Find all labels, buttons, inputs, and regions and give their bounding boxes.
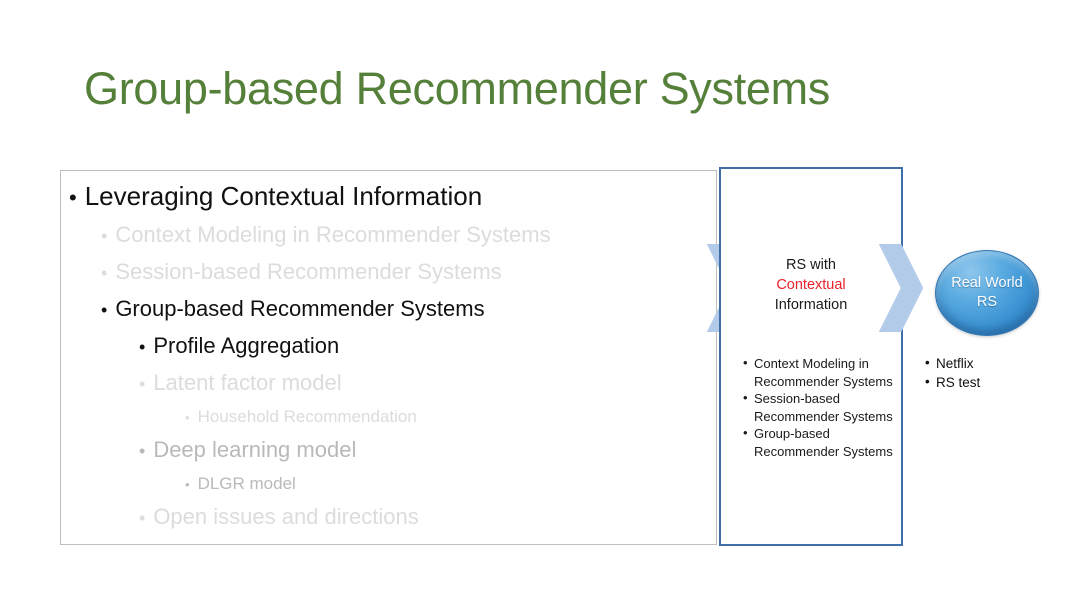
bullet-icon: • [743,425,748,440]
process-heading: RS with Contextual Information [721,255,901,315]
outcome-example-item[interactable]: • RS test [925,373,1065,392]
bullet-icon: • [101,226,108,246]
outline-item-label: Group-based Recommender Systems [115,296,485,321]
outcome-example-list: • Netflix • RS test [925,354,1065,392]
bullet-icon: • [743,390,748,405]
outcome-example-item[interactable]: • Netflix [925,354,1065,373]
outline-item-label: Open issues and directions [153,504,419,529]
outline-item[interactable]: • Profile Aggregation [61,328,716,365]
process-topic-list: • Context Modeling in Recommender Systems… [743,355,893,460]
process-topic-item[interactable]: • Session-based Recommender Systems [743,390,893,425]
outline-item-label: Session-based Recommender Systems [115,259,502,284]
outline-item[interactable]: • Household Recommendation [61,402,716,432]
outline-item[interactable]: • Latent factor model [61,365,716,402]
outline-item[interactable]: • Open issues and directions [61,499,716,536]
process-heading-accent: Contextual [776,277,846,293]
process-topic-label: Group-based Recommender Systems [754,426,893,459]
bullet-icon: • [139,441,146,461]
process-heading-line3: Information [774,297,848,313]
bullet-icon: • [185,477,190,492]
outline-item[interactable]: • DLGR model [61,469,716,499]
bullet-icon: • [101,300,108,320]
bullet-icon: • [139,374,146,394]
outline-item-label: Profile Aggregation [153,333,340,358]
outline-item-label: Deep learning model [153,437,357,462]
outline-box: • Leveraging Contextual Information • Conte… [60,170,717,545]
outline-item-label: Household Recommendation [197,407,417,426]
process-topic-item[interactable]: • Context Modeling in Recommender Systems [743,355,893,390]
process-topic-label: Session-based Recommender Systems [754,391,893,424]
outcome-example-label: Netflix [936,356,974,371]
outline-item-label: Leveraging Contextual Information [84,181,483,211]
outcome-example-label: RS test [936,375,981,390]
bullet-icon: • [101,263,108,283]
bullet-icon: • [743,355,748,370]
outline-item-label: Latent factor model [153,370,342,395]
bullet-icon: • [185,410,190,425]
real-world-rs-circle: Real World RS [935,250,1039,336]
outline-list: • Leveraging Contextual Information • Conte… [61,177,716,536]
bullet-icon: • [69,185,77,210]
process-topic-item[interactable]: • Group-based Recommender Systems [743,425,893,460]
real-world-rs-label: Real World RS [951,275,1023,310]
outline-item[interactable]: • Group-based Recommender Systems [61,291,716,328]
process-heading-line1: RS with [786,257,836,273]
outline-item-label: Context Modeling in Recommender Systems [115,222,551,247]
page-title: Group-based Recommender Systems [84,63,831,114]
outline-item[interactable]: • Deep learning model [61,432,716,469]
bullet-icon: • [139,508,146,528]
bullet-icon: • [925,374,930,389]
bullet-icon: • [139,337,146,357]
outline-item[interactable]: • Context Modeling in Recommender Systems [61,217,716,254]
bullet-icon: • [925,355,930,370]
outline-item-label: DLGR model [197,474,296,493]
chevron-right-icon-right [879,244,923,332]
process-topic-label: Context Modeling in Recommender Systems [754,356,893,389]
outline-item[interactable]: • Session-based Recommender Systems [61,254,716,291]
process-box: RS with Contextual Information • Context … [719,167,903,546]
outline-item[interactable]: • Leveraging Contextual Information [61,177,716,217]
